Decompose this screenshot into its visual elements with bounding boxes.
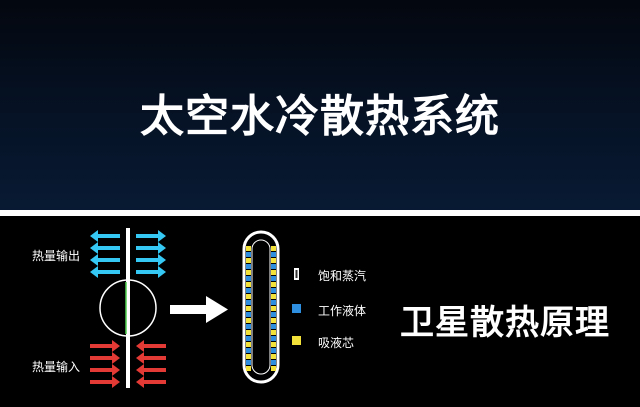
wick-right-cell [271,306,276,311]
output-arrow-left-head [90,230,98,242]
heat-pipe-section [242,230,280,384]
legend-liquid-label: 工作液体 [318,304,367,318]
input-arrow-left-shaft [90,380,112,384]
output-arrow-left-head [90,266,98,278]
output-arrow-left-head [90,242,98,254]
input-arrow-left-shaft [90,368,112,372]
wick-left-cell [246,360,251,365]
input-arrow-right-shaft [144,380,166,384]
heat-input-label: 热量输入 [32,360,81,374]
title-panel [0,0,640,210]
wick-right-cell [271,294,276,299]
wick-left-cell [246,318,251,323]
output-arrow-left-shaft [98,234,120,238]
wick-left-cell [246,252,251,257]
wick-right-cell [271,258,276,263]
output-arrow-right-head [158,266,166,278]
input-arrow-left-shaft [90,356,112,360]
output-arrow-right-shaft [136,258,158,262]
wick-right-cell [271,300,276,305]
wick-right-cell [271,348,276,353]
input-arrow-left-head [112,340,120,352]
wick-right-cell [271,282,276,287]
heat-output-label: 热量输出 [32,249,81,263]
magnify-circle [99,279,157,337]
wick-left-cell [246,366,251,371]
wick-left-cell [246,342,251,347]
wick-left-cell [246,276,251,281]
wick-left-cell [246,336,251,341]
flow-arrow [170,296,228,323]
input-arrow-right-head [136,352,144,364]
output-arrow-right-head [158,254,166,266]
legend-wick-swatch [292,336,301,345]
input-arrow-right-head [136,340,144,352]
divider-bar [0,210,640,216]
input-arrow-left-head [112,364,120,376]
output-arrow-left-shaft [98,270,120,274]
wick-left-cell [246,282,251,287]
heat-input-arrows [90,340,166,388]
wick-right-cell [271,318,276,323]
wick-left-cell [246,288,251,293]
wick-left-cell [246,354,251,359]
wick-left-cell [246,258,251,263]
legend-liquid-swatch [292,304,301,313]
wick-right-cell [271,324,276,329]
wick-left-cell [246,246,251,251]
wick-right-cell [271,342,276,347]
wick-left-cell [246,306,251,311]
wick-left-cell [246,270,251,275]
input-arrow-right-shaft [144,368,166,372]
wick-left [246,246,251,371]
wick-right-cell [271,252,276,257]
legend-wick-label: 吸液芯 [318,336,355,350]
wick-right-cell [271,312,276,317]
wick-right-cell [271,360,276,365]
output-arrow-left-shaft [98,258,120,262]
legend-vapor-label: 饱和蒸汽 [318,269,367,283]
input-arrow-left-head [112,376,120,388]
heat-output-arrows [90,230,166,278]
output-arrow-right-head [158,230,166,242]
wick-right-cell [271,336,276,341]
wick-left-cell [246,300,251,305]
wick-right-cell [271,330,276,335]
wick-right-cell [271,276,276,281]
output-arrow-right-head [158,242,166,254]
wick-right-cell [271,264,276,269]
input-arrow-right-head [136,364,144,376]
output-arrow-right-shaft [136,246,158,250]
wick-left-cell [246,324,251,329]
input-arrow-right-head [136,376,144,388]
wick-right-cell [271,366,276,371]
output-arrow-right-shaft [136,270,158,274]
wick-left-cell [246,264,251,269]
legend-vapor-swatch [294,268,299,280]
wick-right-cell [271,246,276,251]
wick-left-cell [246,330,251,335]
subtitle: 卫星散热原理 [400,303,610,343]
main-title: 太空水冷散热系统 [140,91,500,142]
input-arrow-right-shaft [144,356,166,360]
wick-left-cell [246,348,251,353]
input-arrow-left-shaft [90,344,112,348]
wick-right-cell [271,354,276,359]
wick-right-cell [271,270,276,275]
wick-left-cell [246,312,251,317]
wick-left-cell [246,294,251,299]
output-arrow-right-shaft [136,234,158,238]
output-arrow-left-head [90,254,98,266]
output-arrow-left-shaft [98,246,120,250]
input-arrow-right-shaft [144,344,166,348]
wick-right [271,246,276,371]
wick-right-cell [271,288,276,293]
input-arrow-left-head [112,352,120,364]
